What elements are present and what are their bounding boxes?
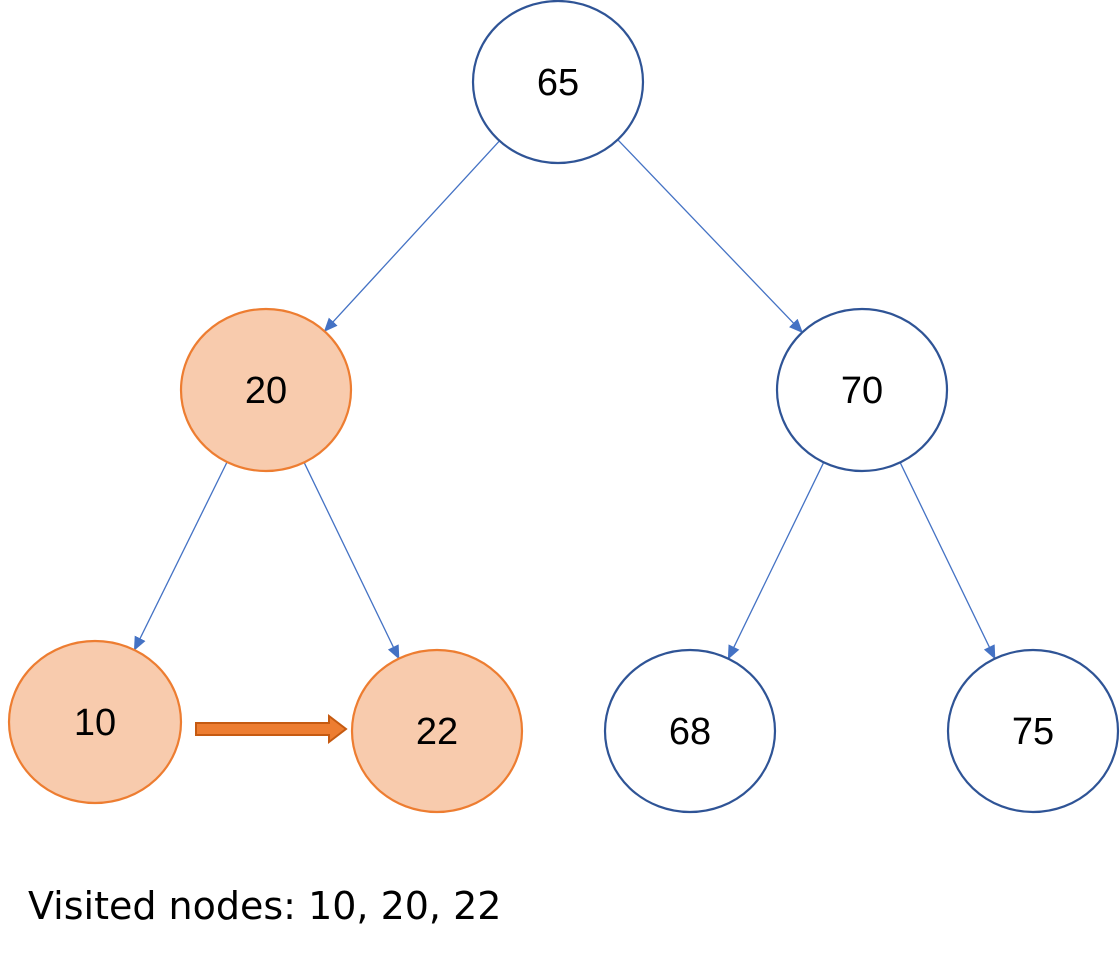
node-label: 75 (1012, 711, 1054, 753)
edge-n70-n75 (899, 462, 996, 660)
tree-node-68: 68 (603, 648, 777, 814)
node-circle (471, 0, 645, 165)
tree-node-75: 75 (946, 648, 1120, 814)
node-label: 22 (416, 711, 458, 753)
node-label: 65 (537, 62, 579, 104)
node-label: 10 (74, 702, 116, 744)
node-label: 70 (841, 370, 883, 412)
tree-node-70: 70 (775, 307, 949, 473)
node-circle (179, 307, 353, 473)
tree-node-10: 10 (7, 639, 183, 805)
node-circle (775, 307, 949, 473)
tree-node-20: 20 (179, 307, 353, 473)
node-circle (946, 648, 1120, 814)
edge-n20-n10 (133, 461, 228, 651)
node-circle (350, 648, 524, 814)
edge-n20-n22 (303, 462, 400, 660)
edge-root-n70 (617, 139, 803, 334)
edge-root-n20 (323, 140, 500, 332)
node-label: 68 (669, 711, 711, 753)
traversal-arrow (195, 713, 348, 745)
node-circle (603, 648, 777, 814)
node-circle (7, 639, 183, 805)
edges-layer (133, 139, 996, 660)
edge-n70-n68 (727, 462, 825, 660)
tree-node-22: 22 (350, 648, 524, 814)
nodes-layer: 65 20 70 10 22 68 75 (7, 0, 1120, 814)
visited-nodes-caption: Visited nodes: 10, 20, 22 (28, 884, 502, 928)
node-label: 20 (245, 370, 287, 412)
tree-node-65: 65 (471, 0, 645, 165)
traversal-arrow-layer (195, 713, 348, 745)
